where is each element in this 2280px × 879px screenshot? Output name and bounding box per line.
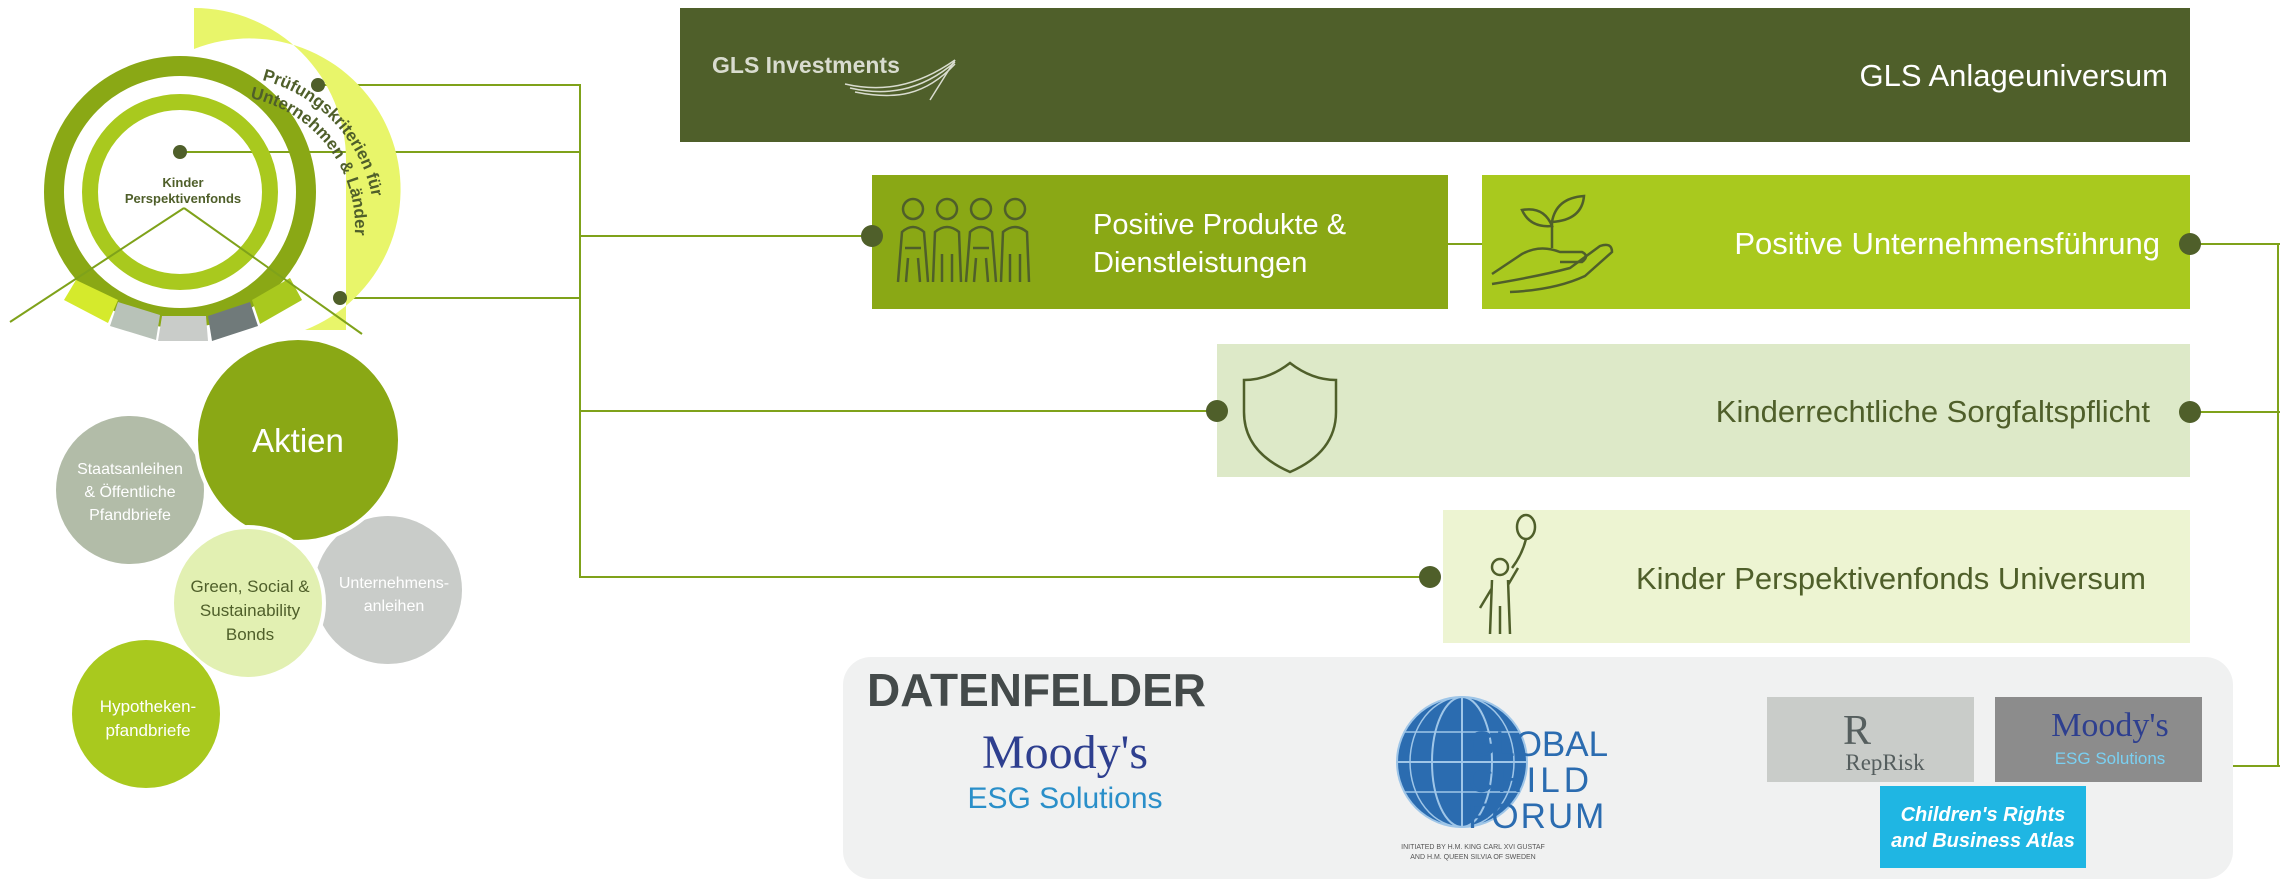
child-with-balloon-icon [1478, 513, 1537, 635]
reprisk-label: RepRisk [1845, 750, 1925, 775]
box-positive-produkte: Positive Produkte & Dienstleistungen [861, 175, 1448, 309]
bubble-staatsanleihen-line-3: Pfandbriefe [89, 507, 171, 524]
box-universum: Kinder Perspektivenfonds Universum [1419, 510, 2190, 643]
asset-bubbles: Aktien Staatsanleihen & Öffentliche Pfan… [56, 336, 462, 788]
ring-node-lower [333, 291, 347, 305]
bubble-staatsanleihen-line-1: Staatsanleihen [77, 461, 183, 478]
bubble-unternehmensanleihen-line-2: anleihen [364, 598, 425, 615]
atlas-logo-bg [1880, 786, 2086, 868]
ring-center-label-1: Kinder [162, 175, 203, 190]
bubble-hypotheken-line-1: Hypotheken- [100, 697, 196, 716]
segment-gray-2 [158, 316, 208, 341]
box-positive-unternehmensfuehrung-bg [1482, 175, 2190, 309]
gcf-line-2: CHILD [1468, 761, 1593, 800]
fan-line-right [183, 207, 363, 335]
moodys-logo-wordmark: Moody's [982, 726, 1148, 779]
box-positive-unternehmensfuehrung: Positive Unternehmensführung [1482, 175, 2201, 309]
box-sorgfaltspflicht-label: Kinderrechtliche Sorgfaltspflicht [1716, 394, 2151, 429]
segment-green [252, 278, 302, 324]
bubble-unternehmensanleihen [314, 516, 462, 664]
ring-diagram: Kinder Perspektivenfonds Prüfungskriteri… [9, 8, 401, 341]
yellow-arc [194, 8, 401, 330]
ring-node-center [173, 145, 187, 159]
box-positive-unternehmensfuehrung-label: Positive Unternehmensführung [1734, 226, 2160, 261]
bubble-green-social-line-2: Sustainability [200, 601, 301, 620]
gcf-initiated-1: INITIATED BY H.M. KING CARL XVI GUSTAF [1401, 844, 1545, 851]
moodys-logo-sub: ESG Solutions [967, 782, 1162, 815]
people-group-icon [896, 197, 1031, 283]
box-universum-bg [1443, 510, 2190, 643]
connector-top [318, 84, 1430, 578]
box-universum-label: Kinder Perspektivenfonds Universum [1636, 561, 2146, 596]
node-universum [1419, 566, 1441, 588]
moodys-small-wordmark: Moody's [2051, 707, 2169, 744]
node-sorgfaltspflicht-left [1206, 400, 1228, 422]
atlas-line-1: Children's Rights [1901, 804, 2066, 826]
plant-in-hand-icon [1491, 194, 1614, 294]
bubble-green-social-line-1: Green, Social & [190, 577, 310, 596]
bubble-aktien-label: Aktien [252, 422, 344, 459]
node-positive-produkte [861, 225, 883, 247]
box-positive-produkte-line-1: Positive Produkte & [1093, 209, 1346, 241]
gls-logo-swoosh-icon [844, 59, 956, 101]
bubble-unternehmensanleihen-line-1: Unternehmens- [339, 575, 449, 592]
box-sorgfaltspflicht-bg [1217, 344, 2190, 477]
header-title: GLS Anlageuniversum [1860, 58, 2168, 93]
header-bar: GLS Investments GLS Anlageuniversum [680, 8, 2190, 142]
segment-gray-3 [208, 302, 258, 341]
ring-node-top [311, 78, 325, 92]
shield-icon [1242, 361, 1338, 474]
bubble-green-social-line-3: Bonds [226, 625, 274, 644]
fan-line-left [9, 207, 185, 323]
bubble-staatsanleihen [56, 416, 204, 564]
reprisk-logo-bg [1767, 697, 1974, 782]
node-sorgfaltspflicht-right [2179, 401, 2201, 423]
node-positive-unternehmensfuehrung [2179, 233, 2201, 255]
datenfelder-title: DATENFELDER [867, 664, 1206, 716]
atlas-line-2: and Business Atlas [1891, 830, 2075, 852]
bubble-hypotheken [72, 640, 220, 788]
segment-gray-1 [110, 302, 160, 340]
bubble-hypotheken-line-2: pfandbriefe [105, 721, 190, 740]
moodys-small-sub: ESG Solutions [2055, 749, 2166, 768]
gls-logo-text: GLS Investments [712, 52, 900, 78]
box-sorgfaltspflicht: Kinderrechtliche Sorgfaltspflicht [1206, 344, 2201, 477]
inner-ring [82, 94, 278, 290]
reprisk-mark-icon: R [1843, 708, 1871, 754]
gcf-initiated-2: AND H.M. QUEEN SILVIA OF SWEDEN [1410, 854, 1536, 861]
bubble-staatsanleihen-line-2: & Öffentliche [84, 483, 175, 501]
gcf-line-1: GLOBAL [1468, 725, 1608, 764]
segment-yellow [64, 280, 118, 323]
datenfelder-panel: DATENFELDER Moody's ESG Solutions GLOBAL… [843, 657, 2233, 879]
bubble-green-social [170, 525, 326, 681]
moodys-small-bg [1995, 697, 2202, 782]
box-positive-produkte-line-2: Dienstleistungen [1093, 247, 1307, 279]
global-child-forum-globe-icon [1396, 696, 1528, 828]
ring-center-label-2: Perspektivenfonds [125, 191, 241, 206]
gcf-line-3: FORUM [1468, 797, 1606, 836]
connector-lines [180, 84, 2280, 767]
bubble-aktien [194, 336, 402, 544]
header-background [680, 8, 2190, 142]
